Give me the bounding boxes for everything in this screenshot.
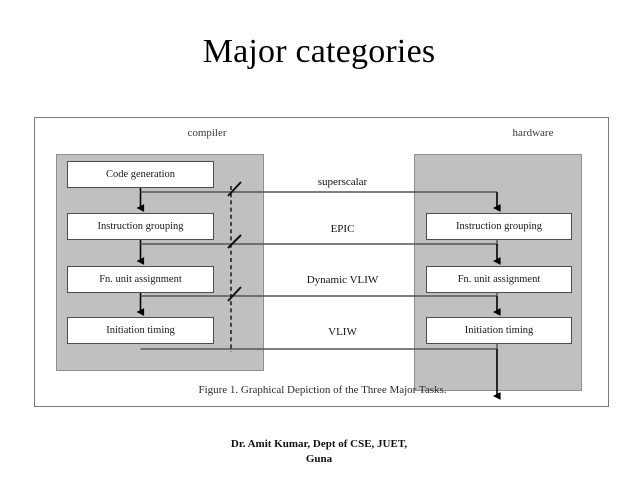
footer-line-1: Dr. Amit Kumar, Dept of CSE, JUET, bbox=[230, 438, 408, 450]
task-box-code-generation[interactable]: Code generation bbox=[67, 161, 214, 188]
category-label-dynamic-vliw: Dynamic VLIW bbox=[306, 274, 379, 286]
figure-frame: compiler hardware bbox=[34, 117, 609, 407]
task-box-hardware-initiation-timing[interactable]: Initiation timing bbox=[426, 317, 572, 344]
category-label-superscalar: superscalar bbox=[317, 176, 368, 188]
column-heading-compiler: compiler bbox=[187, 127, 227, 139]
category-label-vliw: VLIW bbox=[328, 326, 357, 338]
task-box-hardware-instruction-grouping[interactable]: Instruction grouping bbox=[426, 213, 572, 240]
column-heading-hardware: hardware bbox=[512, 127, 554, 139]
figure-caption: Figure 1. Graphical Depiction of the Thr… bbox=[198, 384, 447, 396]
task-box-hardware-fn-unit-assignment[interactable]: Fn. unit assignment bbox=[426, 266, 572, 293]
task-box-compiler-initiation-timing[interactable]: Initiation timing bbox=[67, 317, 214, 344]
footer-line-2: Guna bbox=[305, 453, 333, 465]
page-title: Major categories bbox=[202, 33, 436, 70]
task-box-compiler-fn-unit-assignment[interactable]: Fn. unit assignment bbox=[67, 266, 214, 293]
task-box-compiler-instruction-grouping[interactable]: Instruction grouping bbox=[67, 213, 214, 240]
slide-footer: Dr. Amit Kumar, Dept of CSE, JUET, Guna bbox=[0, 437, 638, 467]
category-label-epic: EPIC bbox=[330, 223, 355, 235]
